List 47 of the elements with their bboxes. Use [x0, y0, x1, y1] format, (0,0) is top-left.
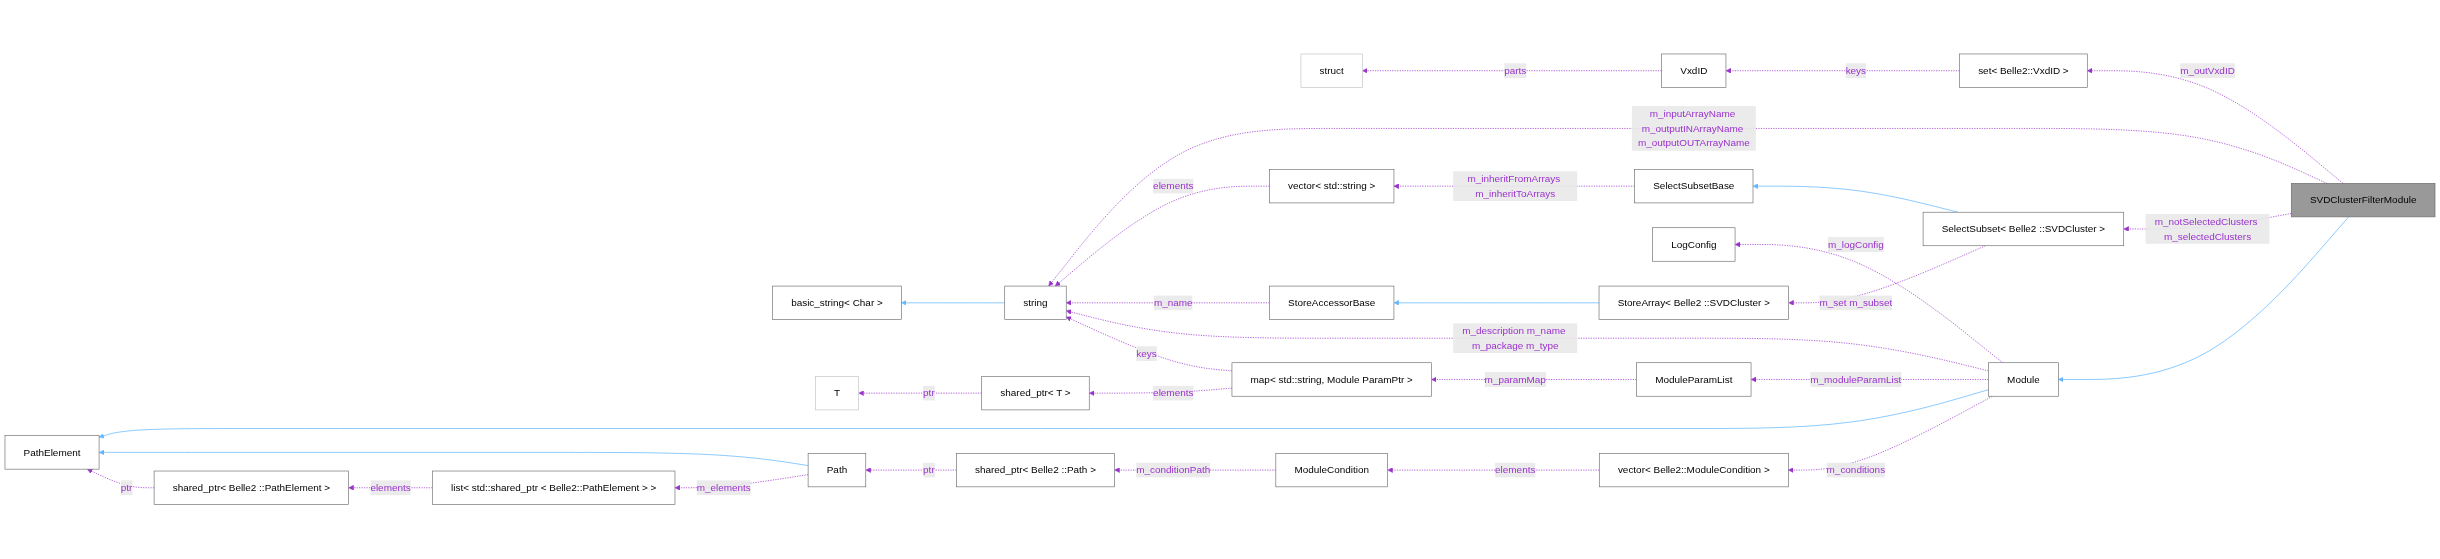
edge-label: m_paramMap	[1484, 374, 1546, 385]
edge-label: m_conditionPath	[1136, 464, 1211, 476]
node-box: LogConfig	[1652, 227, 1736, 262]
node-box: map< std::string, Module ParamPtr >	[1231, 362, 1432, 397]
edge-label: m_description m_name m_package m_type	[1462, 325, 1566, 351]
node-box: vector< std::string >	[1269, 169, 1395, 204]
edge-label: ptr	[120, 482, 133, 493]
node-box: vector< Belle2::ModuleCondition >	[1599, 453, 1789, 488]
node-box: SelectSubsetBase	[1634, 169, 1754, 204]
edge-label: m_inputArrayName m_outputINArrayName m_outputOUTArrayName	[1637, 108, 1750, 149]
node-box: SelectSubset< Belle2 ::SVDCluster >	[1922, 212, 2124, 247]
edge-label: m_outVxdID	[2180, 65, 2235, 76]
edge-label: ptr	[923, 387, 935, 399]
edge-label: elements	[1495, 464, 1536, 476]
node-box: shared_ptr< Belle2 ::Path >	[956, 453, 1115, 488]
edge-label: m_name	[1153, 297, 1193, 309]
edge-label: parts	[1504, 65, 1527, 76]
edge-label: elements	[370, 482, 411, 493]
node-box: Path	[807, 453, 867, 488]
edge-label: elements	[1153, 180, 1194, 192]
edge-label: m_notSelectedClusters m_selectedClusters	[2154, 216, 2258, 242]
edge-label: m_logConfig	[1827, 239, 1884, 250]
node-box: StoreArray< Belle2 ::SVDCluster >	[1598, 286, 1789, 321]
node-box: struct	[1300, 53, 1363, 89]
node-box: set< Belle2::VxdID >	[1959, 53, 2088, 89]
edge-label: keys	[1136, 348, 1157, 359]
node-box: SVDClusterFilterModule	[2290, 183, 2436, 218]
node-box: ModuleParamList	[1636, 362, 1752, 397]
node-box: shared_ptr< T >	[981, 376, 1090, 411]
node-box: T	[815, 376, 859, 411]
edge-label: m_inheritFromArrays m_inheritToArrays	[1467, 173, 1561, 199]
node-box: basic_string< Char >	[772, 286, 902, 321]
edge-label: m_elements	[696, 482, 751, 493]
node-box: PathElement	[4, 435, 100, 470]
node-box: ModuleCondition	[1275, 453, 1388, 488]
edge-label: elements	[1153, 387, 1194, 399]
node-box: StoreAccessorBase	[1269, 286, 1395, 321]
node-box: Module	[1988, 362, 2059, 397]
node-box: VxdID	[1661, 53, 1727, 89]
edge-label: keys	[1845, 65, 1867, 76]
edge-label: m_moduleParamList	[1810, 374, 1902, 385]
edge-label: m_conditions	[1826, 464, 1886, 476]
edge-label: m_set m_subset	[1819, 297, 1893, 309]
edge-label: ptr	[923, 464, 935, 476]
node-box: list< std::shared_ptr < Belle2::PathElement > >	[432, 470, 676, 506]
node-box: shared_ptr< Belle2 ::PathElement >	[153, 470, 349, 506]
node-box: string	[1004, 286, 1067, 321]
